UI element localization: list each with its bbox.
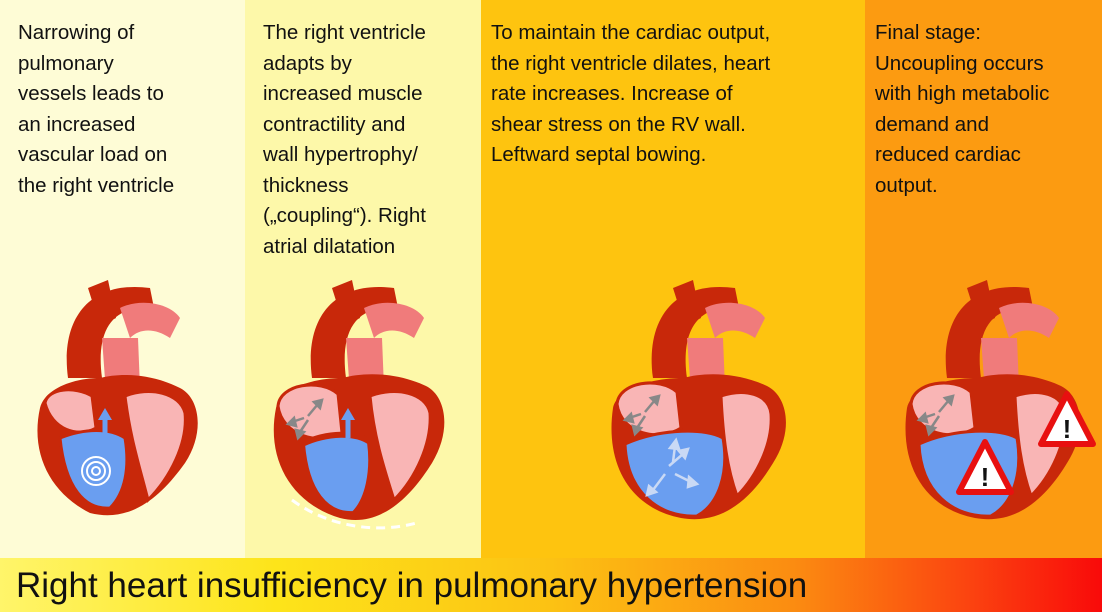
stage-1-panel: Narrowing of pulmonary vessels leads to … <box>0 0 245 558</box>
warning-symbol: ! <box>1063 414 1072 444</box>
pulmonary-artery <box>120 303 180 338</box>
stage-3-text: To maintain the cardiac output, the righ… <box>491 18 861 171</box>
banner-title: Right heart insufficiency in pulmonary h… <box>16 564 807 608</box>
stage-2-panel: The right ventricle adapts by increased … <box>245 0 481 558</box>
heart-hypertrophy-illustration <box>270 278 470 538</box>
stage-4-text: Final stage: Uncoupling occurs with high… <box>875 18 1098 201</box>
pulmonary-artery <box>705 303 765 338</box>
stage-1-text: Narrowing of pulmonary vessels leads to … <box>18 18 241 201</box>
warning-symbol: ! <box>981 462 990 492</box>
stage-4-panel: Final stage: Uncoupling occurs with high… <box>865 0 1102 558</box>
heart-normal-illustration <box>30 278 220 528</box>
heart-failure-illustration: ! ! <box>905 278 1101 528</box>
pulmonary-artery <box>364 303 424 338</box>
stage-3-panel: To maintain the cardiac output, the righ… <box>481 0 865 558</box>
title-banner: Right heart insufficiency in pulmonary h… <box>0 558 1102 612</box>
stage-2-text: The right ventricle adapts by increased … <box>263 18 477 262</box>
heart-dilated-illustration <box>611 278 811 528</box>
pulmonary-artery <box>999 303 1059 338</box>
